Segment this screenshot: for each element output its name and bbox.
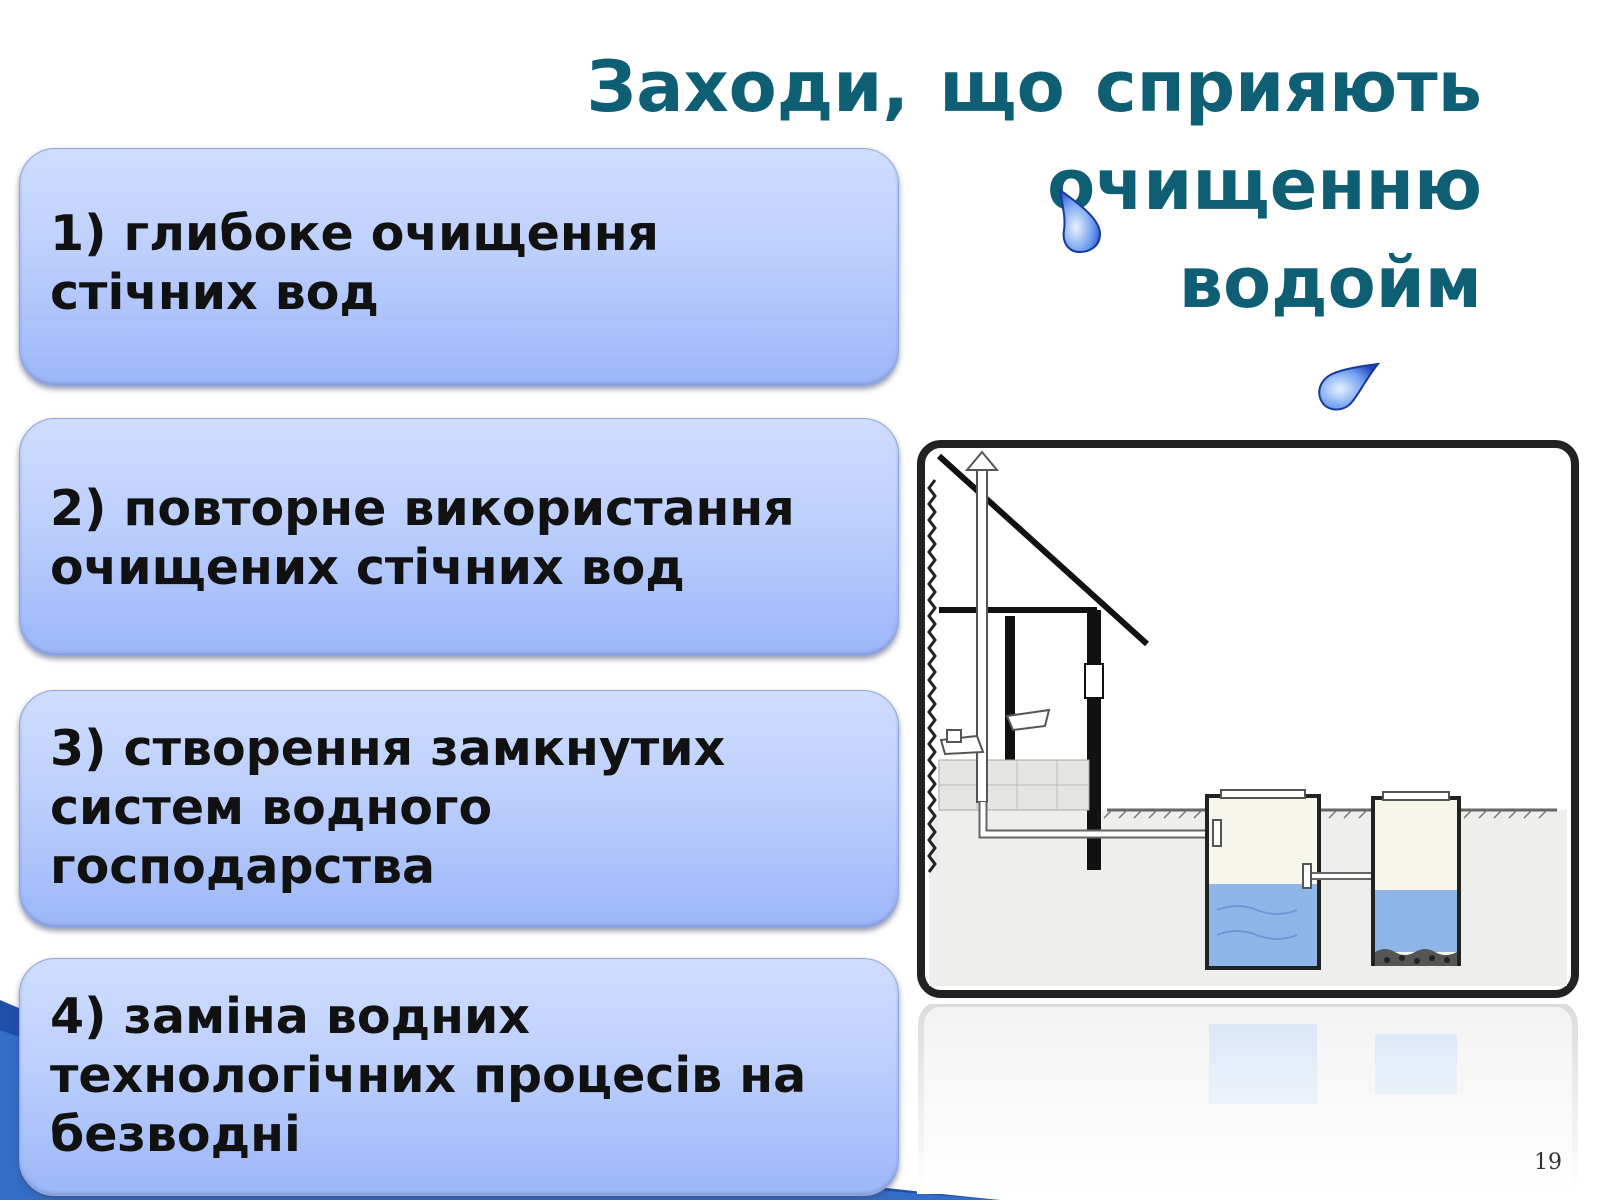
title-line-1: Заходи, що сприяють очищенню	[586, 46, 1482, 226]
measure-text-4: 4) заміна водних технологічних процесів …	[50, 988, 807, 1163]
title-line-2: водойм	[1178, 242, 1482, 324]
measure-box-1: 1) глибоке очищення стічних вод	[19, 148, 899, 386]
illustration-reflection	[917, 1004, 1579, 1194]
measure-text-2: 2) повторне використання очищених стічни…	[50, 480, 795, 596]
measure-box-4: 4) заміна водних технологічних процесів …	[19, 958, 899, 1196]
water-drop-icon	[1318, 362, 1380, 411]
measure-box-3: 3) створення замкнутих систем водного го…	[19, 690, 899, 928]
measure-text-3: 3) створення замкнутих систем водного го…	[50, 720, 726, 895]
slide-title: Заходи, що сприяють очищенню водойм	[182, 38, 1482, 332]
measure-box-2: 2) повторне використання очищених стічни…	[19, 418, 899, 656]
measure-text-1: 1) глибоке очищення стічних вод	[50, 205, 660, 321]
water-drop-icon	[1058, 188, 1102, 254]
septic-system-illustration	[917, 440, 1579, 998]
page-number: 19	[1534, 1150, 1562, 1175]
